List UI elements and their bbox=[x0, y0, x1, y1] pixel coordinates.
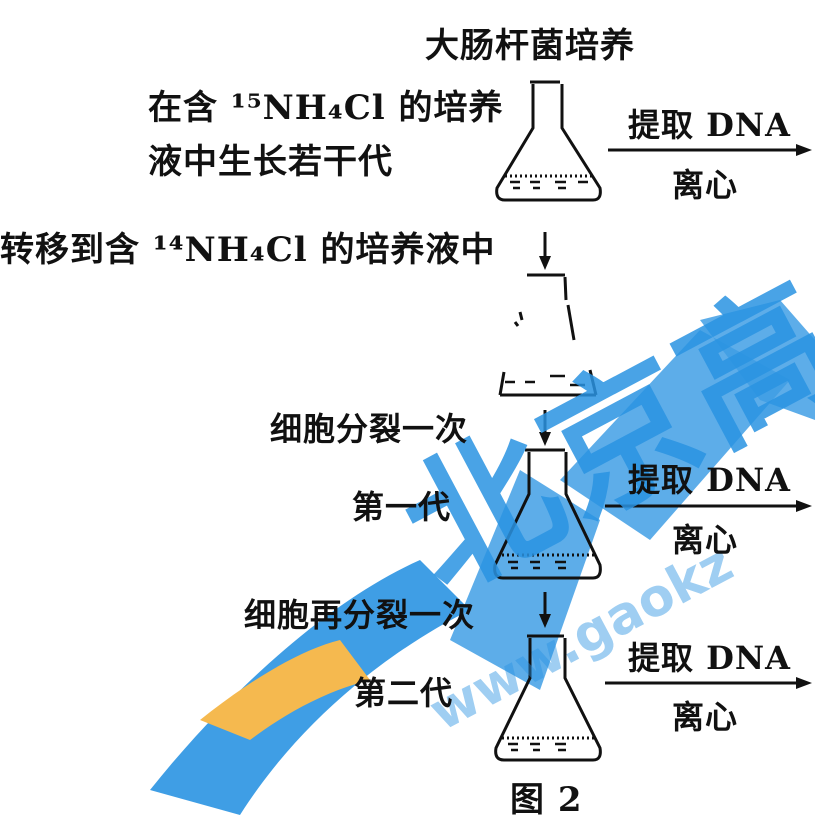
extract-label-1: 提取 DNA bbox=[628, 106, 791, 144]
culture-step-line2: 液中生长若干代 bbox=[148, 142, 393, 182]
division-once-label: 细胞分裂一次 bbox=[270, 410, 469, 448]
division-again-label: 细胞再分裂一次 bbox=[244, 596, 476, 634]
transfer-step-label: 转移到含 ¹⁴NH₄Cl 的培养液中 bbox=[0, 230, 496, 270]
arrow-extract-2 bbox=[605, 500, 812, 512]
generation-2-label: 第二代 bbox=[354, 674, 454, 712]
watermark-blue-band-3 bbox=[700, 300, 815, 420]
arrow-extract-1 bbox=[608, 144, 812, 156]
arrow-down-division-again bbox=[539, 592, 551, 628]
arrow-extract-3 bbox=[605, 677, 812, 689]
generation-1-label: 第一代 bbox=[352, 488, 452, 526]
arrow-down-transfer bbox=[539, 232, 551, 270]
centrifuge-label-2: 离心 bbox=[672, 521, 739, 559]
culture-step-line1: 在含 ¹⁵NH₄Cl 的培养 bbox=[148, 88, 504, 128]
arrow-down-division bbox=[539, 410, 551, 446]
extract-label-3: 提取 DNA bbox=[628, 639, 791, 677]
flask-generation-2 bbox=[494, 634, 602, 762]
centrifuge-label-1: 离心 bbox=[672, 166, 739, 204]
watermark-logo bbox=[150, 300, 815, 815]
watermark-orange-swoosh bbox=[200, 640, 370, 740]
watermark-blue-band bbox=[450, 470, 600, 690]
dna-bands bbox=[510, 180, 588, 190]
extract-label-2: 提取 DNA bbox=[628, 461, 791, 499]
flask-transfer bbox=[498, 273, 598, 397]
figure-caption: 图 2 bbox=[510, 780, 583, 820]
title-label: 大肠杆菌培养 bbox=[425, 26, 635, 66]
flask-initial bbox=[495, 80, 602, 202]
watermark-blue-band-2 bbox=[560, 330, 790, 540]
flask-generation-1 bbox=[493, 448, 602, 580]
centrifuge-label-3: 离心 bbox=[672, 698, 739, 736]
